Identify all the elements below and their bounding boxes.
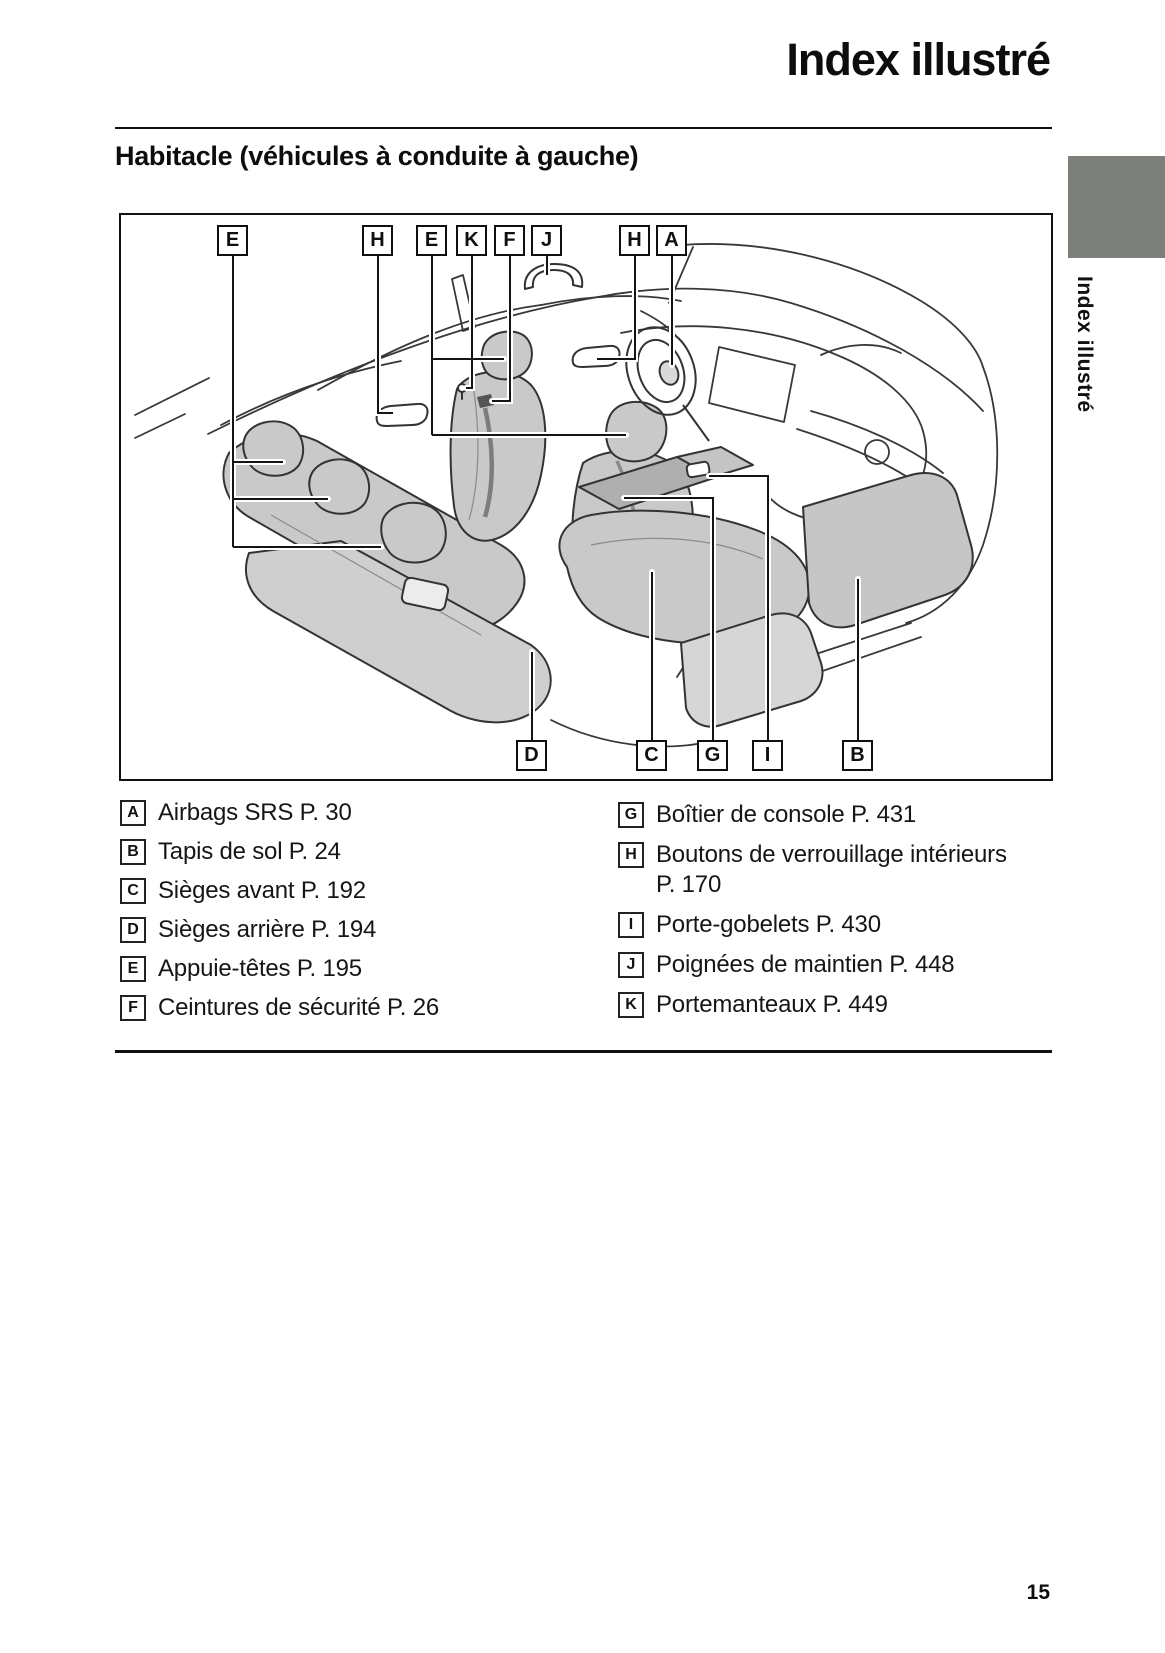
diagram-callout-I: I (752, 740, 783, 771)
legend-label: Sièges avant P. 192 (158, 877, 366, 904)
title-rule (115, 127, 1052, 129)
diagram-callout-B: B (842, 740, 873, 771)
legend-left-column: A Airbags SRS P. 30 B Tapis de sol P. 24… (120, 798, 439, 1032)
legend-item-tapis: B Tapis de sol P. 24 (120, 837, 439, 867)
legend-key-H: H (618, 842, 644, 868)
legend-right-column: G Boîtier de console P. 431 H Boutons de… (618, 800, 1043, 1030)
interior-diagram: E H E K F J H A D C G I B (119, 213, 1053, 781)
legend-key-E: E (120, 956, 146, 982)
legend-key-J: J (618, 952, 644, 978)
legend-key-I: I (618, 912, 644, 938)
chapter-tab-marker (1068, 156, 1165, 258)
diagram-callout-D: D (516, 740, 547, 771)
legend-label: Poignées de maintien P. 448 (656, 951, 955, 978)
legend-key-K: K (618, 992, 644, 1018)
diagram-callout-K: K (456, 225, 487, 256)
car-interior-illustration (134, 243, 999, 748)
legend-key-B: B (120, 839, 146, 865)
legend-item-portemanteaux: K Portemanteaux P. 449 (618, 990, 1043, 1020)
legend-key-D: D (120, 917, 146, 943)
diagram-callout-G: G (697, 740, 728, 771)
diagram-callout-F: F (494, 225, 525, 256)
legend-label: Appuie-têtes P. 195 (158, 955, 362, 982)
legend-item-sieges-avant: C Sièges avant P. 192 (120, 876, 439, 906)
legend-key-A: A (120, 800, 146, 826)
legend-label: Tapis de sol P. 24 (158, 838, 341, 865)
bottom-rule (115, 1050, 1052, 1053)
sidebar-vertical-label: Index illustré (1073, 276, 1096, 413)
legend-key-F: F (120, 995, 146, 1021)
diagram-callout-A: A (656, 225, 687, 256)
legend-item-sieges-arriere: D Sièges arrière P. 194 (120, 915, 439, 945)
legend-item-verrouillage: H Boutons de verrouillage intérieurs P. … (618, 840, 1043, 900)
legend-item-poignees: J Poignées de maintien P. 448 (618, 950, 1043, 980)
page-title: Index illustré (786, 34, 1051, 85)
diagram-callout-C: C (636, 740, 667, 771)
legend-label-line1: Boutons de verrouillage intérieurs (656, 841, 1007, 868)
legend-label: Boîtier de console P. 431 (656, 801, 917, 828)
diagram-callout-J: J (531, 225, 562, 256)
diagram-callout-H-rear: H (362, 225, 393, 256)
legend-key-C: C (120, 878, 146, 904)
page-number: 15 (1026, 1581, 1050, 1604)
legend-key-G: G (618, 802, 644, 828)
diagram-callout-E-front: E (416, 225, 447, 256)
legend-label-line2: P. 170 (656, 871, 722, 898)
legend-label: Ceintures de sécurité P. 26 (158, 994, 439, 1021)
legend-label: Porte-gobelets P. 430 (656, 911, 881, 938)
legend-item-airbags: A Airbags SRS P. 30 (120, 798, 439, 828)
legend-item-appuie-tetes: E Appuie-têtes P. 195 (120, 954, 439, 984)
legend-label: Boutons de verrouillage intérieurs P. 17… (656, 840, 1007, 900)
legend-label: Sièges arrière P. 194 (158, 916, 377, 943)
legend-item-porte-gobelets: I Porte-gobelets P. 430 (618, 910, 1043, 940)
legend-item-console: G Boîtier de console P. 431 (618, 800, 1043, 830)
diagram-callout-H-front: H (619, 225, 650, 256)
diagram-callout-E-rear: E (217, 225, 248, 256)
legend-item-ceintures: F Ceintures de sécurité P. 26 (120, 993, 439, 1023)
section-heading: Habitacle (véhicules à conduite à gauche… (115, 141, 639, 171)
legend-label: Portemanteaux P. 449 (656, 991, 888, 1018)
legend-label: Airbags SRS P. 30 (158, 799, 352, 826)
